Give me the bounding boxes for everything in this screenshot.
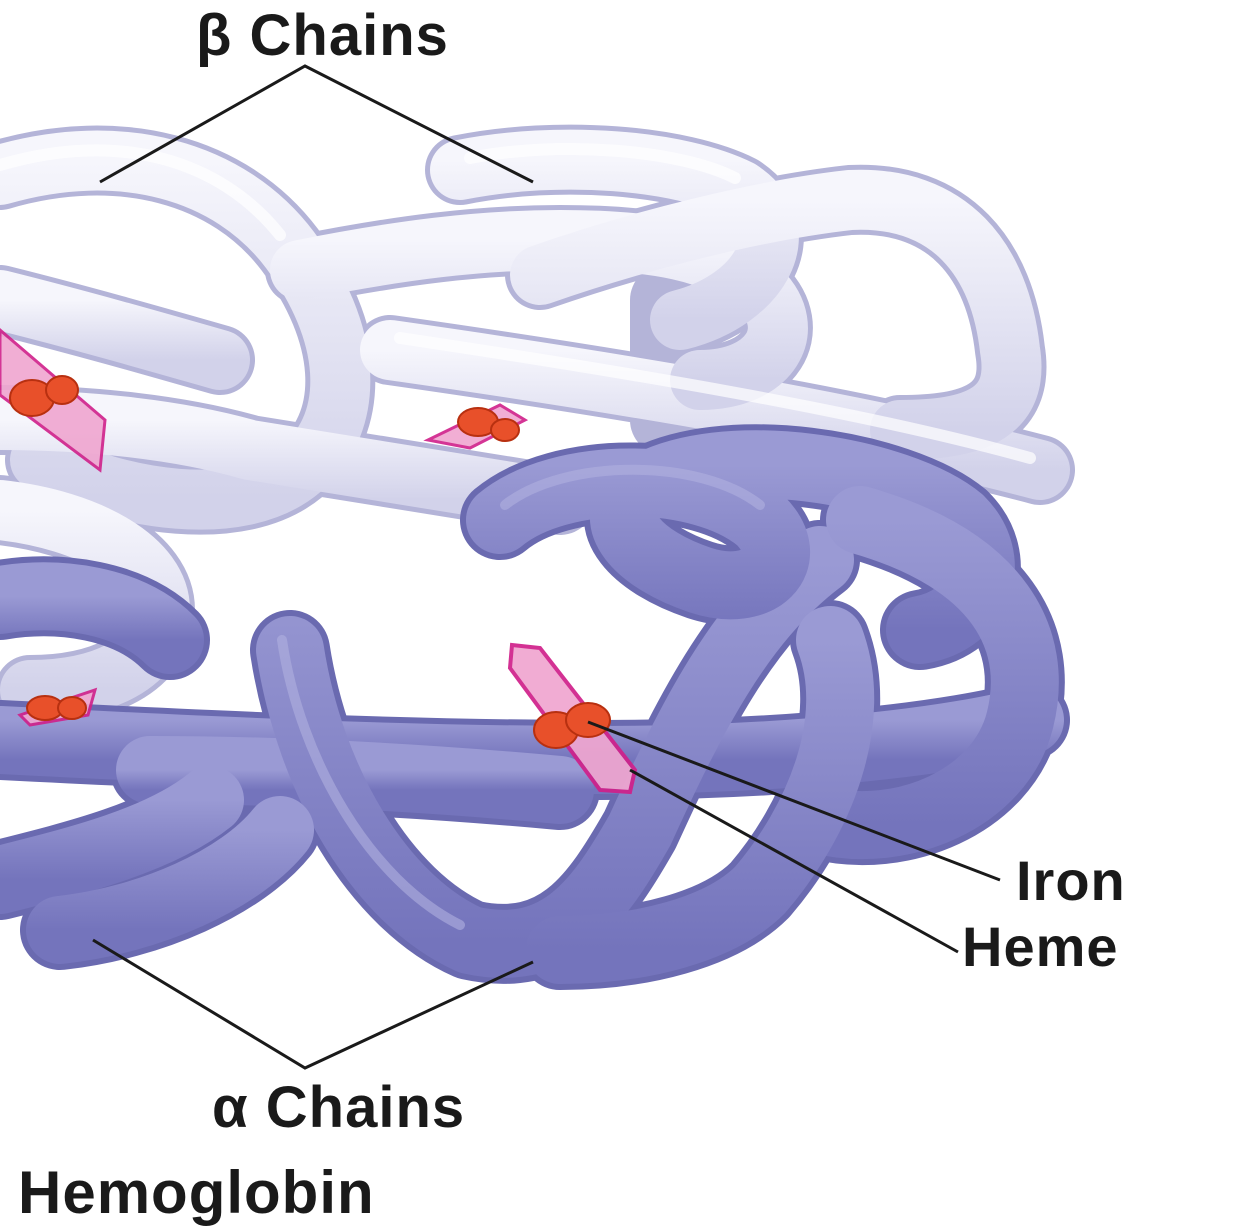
iron-label: Iron <box>1016 848 1126 913</box>
beta-chains-label: β Chains <box>196 2 449 69</box>
alpha-chains-label: α Chains <box>212 1074 465 1141</box>
heme-group-2 <box>428 405 525 448</box>
iron-atom <box>566 703 610 737</box>
diagram-title: Hemoglobin <box>18 1158 375 1227</box>
heme-label: Heme <box>962 914 1119 979</box>
